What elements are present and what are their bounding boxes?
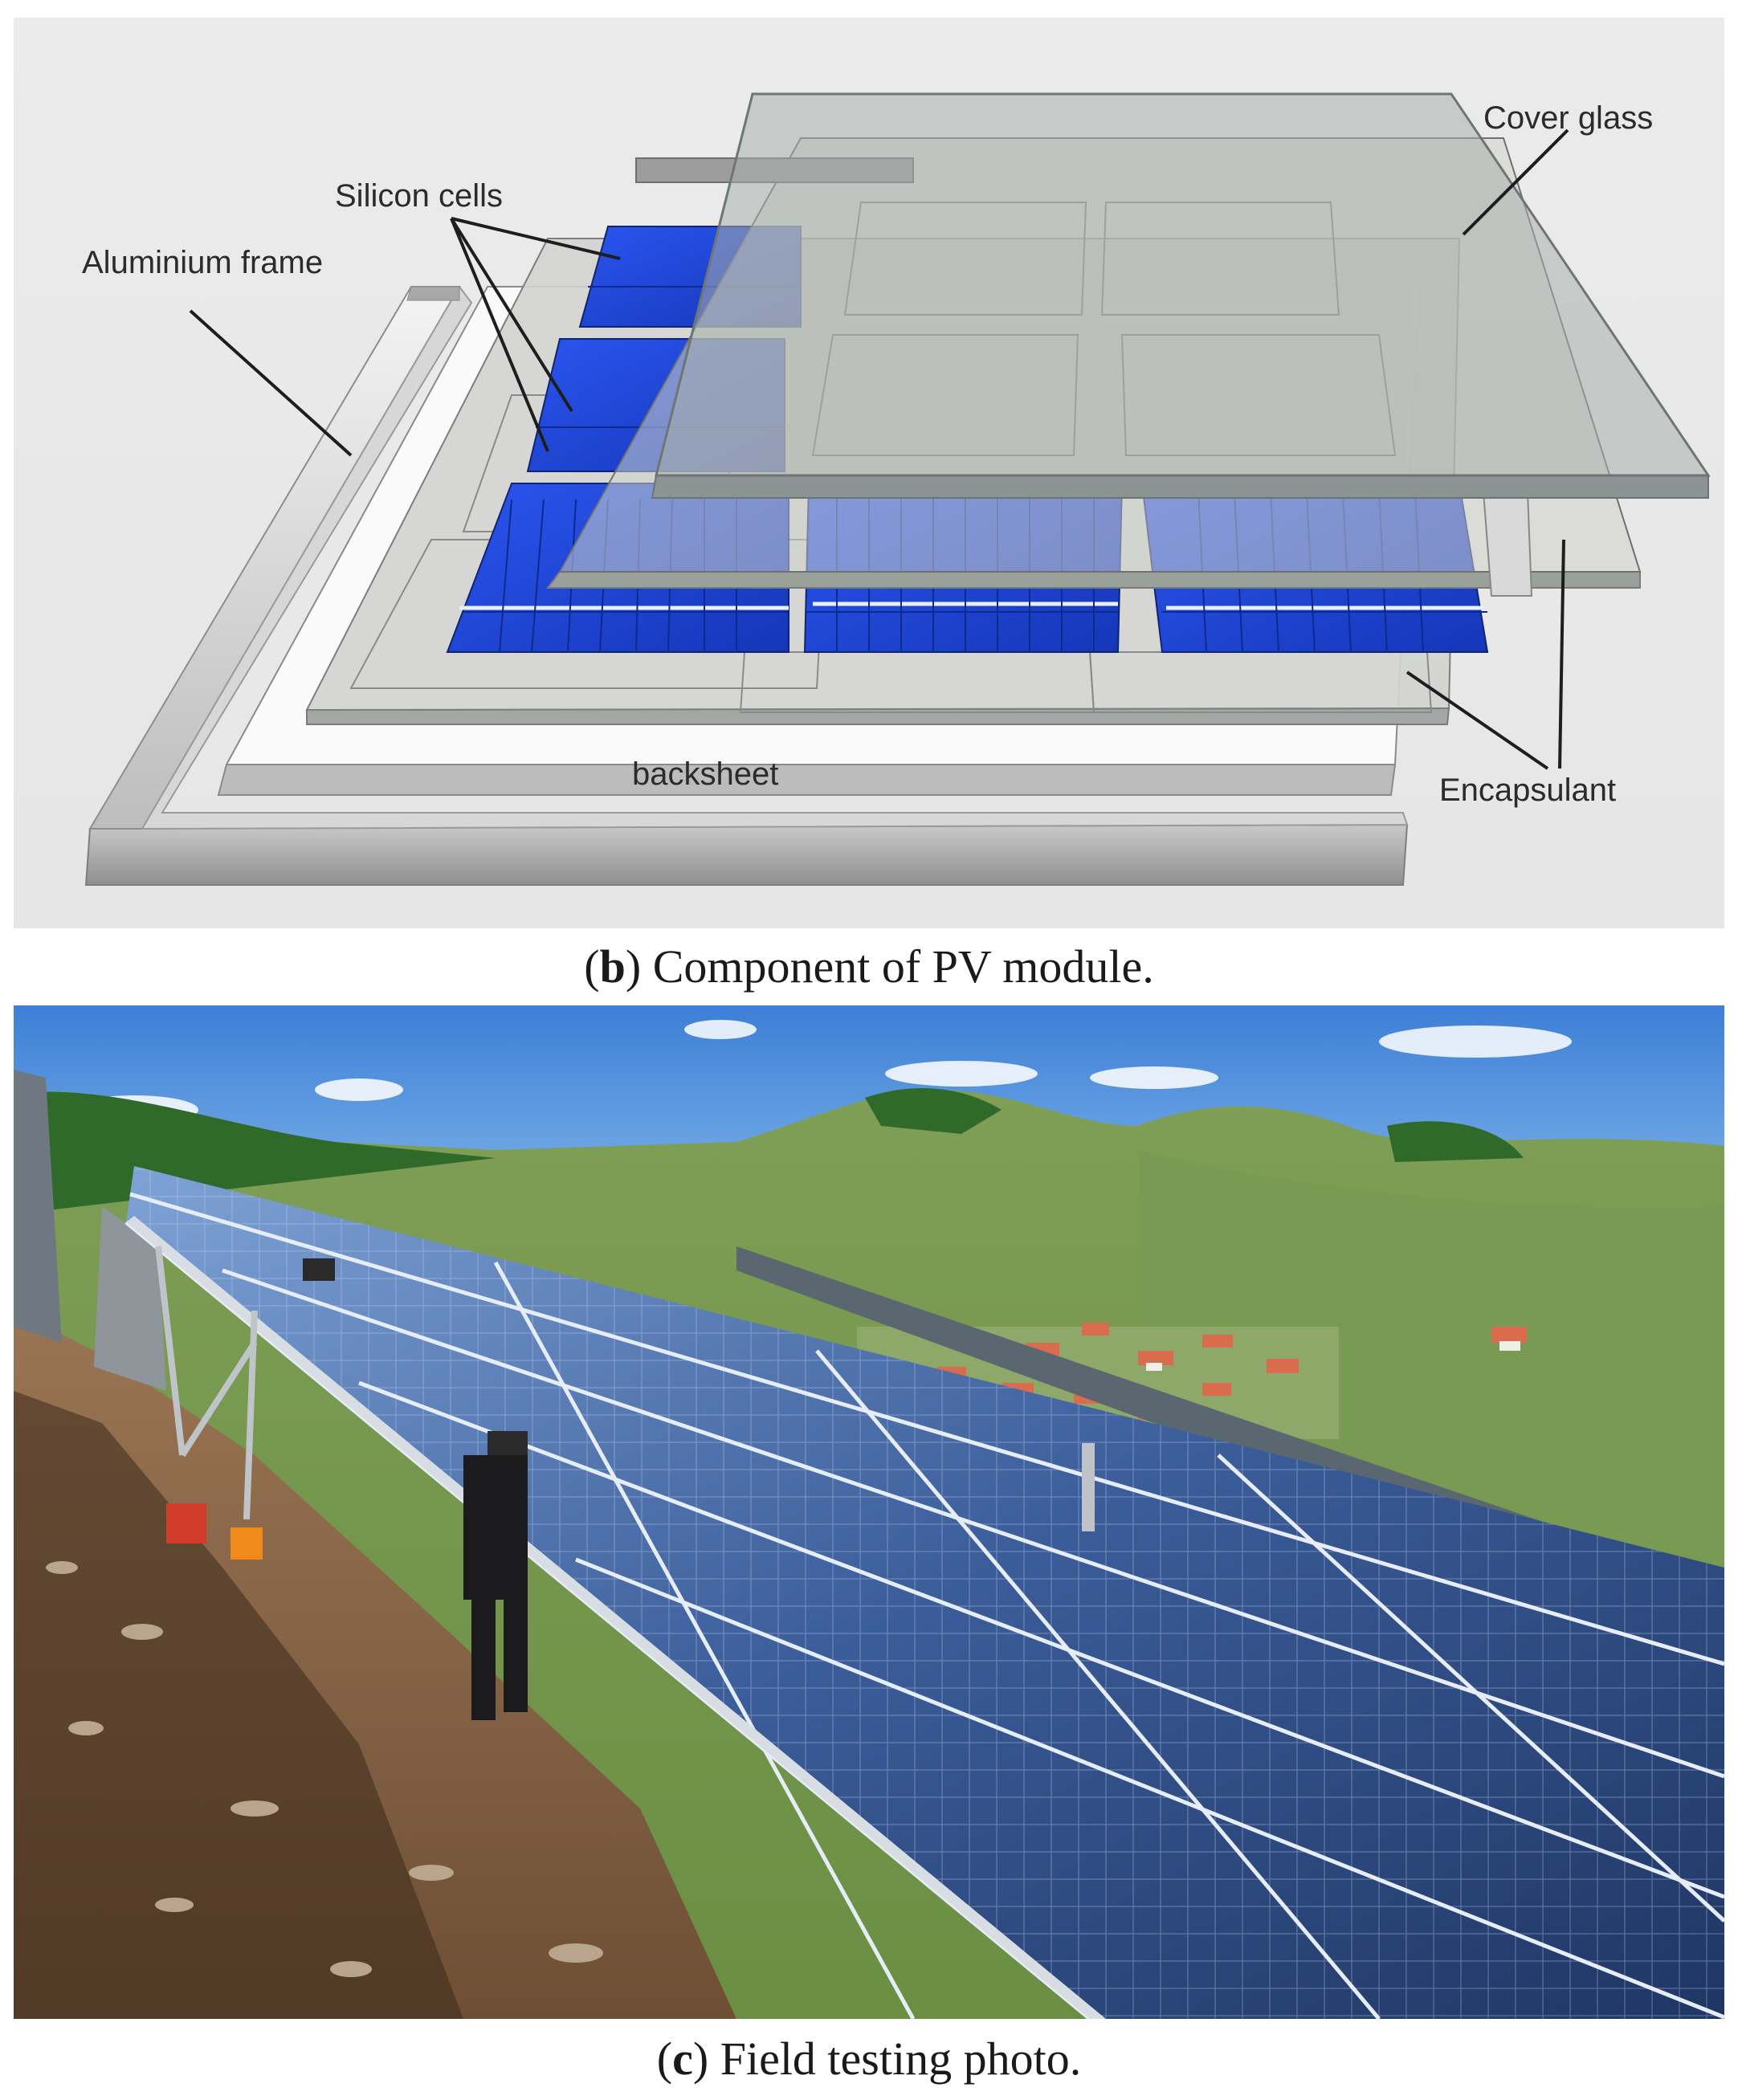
caption-b: (b) Component of PV module.	[584, 940, 1154, 993]
measurement-equipment	[166, 1258, 1095, 1560]
solar-panel-array	[124, 1166, 1724, 2019]
label-silicon-cells: Silicon cells	[335, 178, 503, 214]
label-backsheet: backsheet	[632, 756, 778, 792]
aluminium-frame	[84, 285, 1409, 886]
caption-b-letter: b	[599, 940, 626, 993]
caption-c-text: Field testing photo.	[720, 2033, 1082, 2085]
leader-lines	[189, 128, 1569, 770]
caption-c-letter: c	[672, 2033, 693, 2085]
cover-glass	[651, 92, 1711, 499]
ground	[14, 1311, 736, 2019]
pv-module-exploded-diagram: Cover glass Silicon cells Aluminium fram…	[14, 18, 1724, 928]
person	[463, 1455, 528, 1720]
rocks	[46, 1561, 603, 1977]
field-testing-photo	[14, 1005, 1724, 2019]
caption-c: (c) Field testing photo.	[656, 2033, 1082, 2085]
support-structure	[155, 1246, 258, 1520]
label-encapsulant: Encapsulant	[1439, 773, 1616, 808]
label-cover-glass: Cover glass	[1483, 100, 1653, 136]
caption-b-text: Component of PV module.	[652, 940, 1154, 993]
label-aluminium-frame: Aluminium frame	[82, 245, 323, 280]
